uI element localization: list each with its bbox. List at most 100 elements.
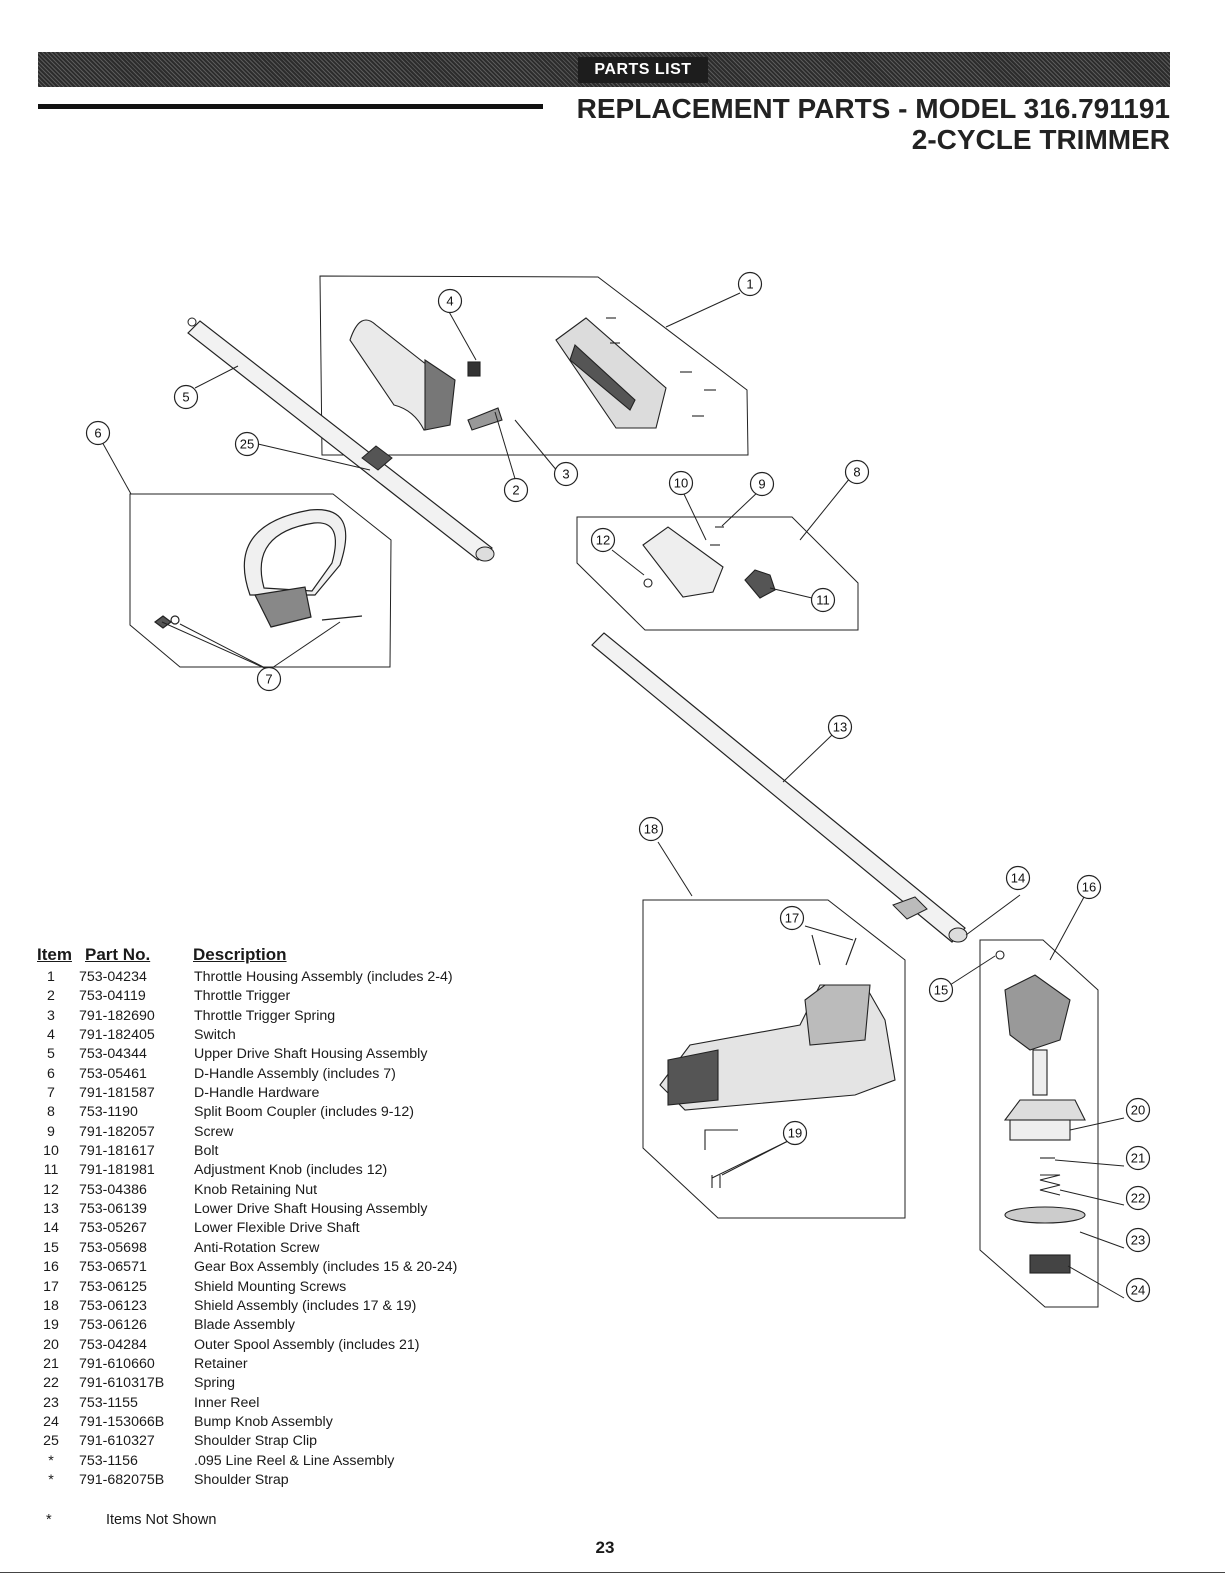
row-description: Lower Drive Shaft Housing Assembly	[194, 1201, 428, 1218]
callout-12: 12	[590, 527, 616, 553]
row-part-no: 753-04284	[79, 1336, 147, 1353]
row-item: 23	[43, 1394, 59, 1411]
header-rule	[38, 104, 543, 109]
row-part-no: 753-06126	[79, 1317, 147, 1334]
leader-lines	[100, 292, 1125, 1299]
row-part-no: 791-182690	[79, 1007, 155, 1024]
table-row: 2 753-04119 Throttle Trigger	[37, 987, 537, 1006]
row-item: 12	[43, 1181, 59, 1198]
callout-15: 15	[928, 977, 954, 1003]
row-part-no: 753-06123	[79, 1297, 147, 1314]
callout-7: 7	[256, 666, 282, 692]
boom-coupler-parts	[642, 526, 776, 599]
row-description: Retainer	[194, 1355, 248, 1372]
row-part-no: 791-182405	[79, 1027, 155, 1044]
svg-text:22: 22	[1131, 1191, 1145, 1206]
row-part-no: 791-610317B	[79, 1375, 165, 1392]
row-part-no: 753-06571	[79, 1259, 147, 1276]
throttle-housing-parts	[349, 317, 716, 431]
row-item: 11	[43, 1162, 59, 1179]
svg-text:25: 25	[240, 437, 254, 452]
row-part-no: 753-04119	[79, 988, 146, 1005]
heading-line-1: REPLACEMENT PARTS - MODEL 316.791191	[576, 93, 1170, 124]
row-part-no: 753-06139	[79, 1201, 147, 1218]
svg-text:15: 15	[934, 983, 948, 998]
row-description: Shoulder Strap Clip	[194, 1433, 318, 1450]
header-description: Description	[193, 945, 287, 964]
footnote-text: Items Not Shown	[106, 1512, 217, 1528]
row-item: 7	[47, 1085, 55, 1102]
row-description: Spring	[194, 1375, 236, 1392]
row-item: 5	[47, 1046, 55, 1063]
callout-11: 11	[810, 587, 836, 613]
callout-18: 18	[638, 816, 664, 842]
header-part-no: Part No.	[85, 945, 151, 964]
callout-5: 5	[173, 384, 199, 410]
row-item: *	[48, 1471, 54, 1488]
row-description: Bump Knob Assembly	[194, 1413, 333, 1430]
footnote: *Items Not Shown	[46, 1512, 216, 1528]
d-handle-parts	[154, 509, 363, 629]
svg-text:6: 6	[94, 426, 101, 441]
row-description: Upper Drive Shaft Housing Assembly	[194, 1046, 428, 1063]
row-part-no: 791-682075B	[79, 1471, 165, 1488]
boom-coupler-box	[576, 516, 859, 631]
row-description: Bolt	[194, 1143, 219, 1160]
svg-text:10: 10	[674, 476, 688, 491]
row-item: 2	[47, 988, 55, 1005]
svg-text:20: 20	[1131, 1103, 1145, 1118]
svg-text:14: 14	[1011, 871, 1025, 886]
row-part-no: 753-05461	[79, 1065, 147, 1082]
callout-20: 20	[1125, 1097, 1151, 1123]
row-description: Throttle Trigger	[194, 988, 291, 1005]
row-item: 10	[43, 1143, 59, 1160]
row-description: Switch	[194, 1027, 236, 1044]
svg-text:19: 19	[788, 1126, 802, 1141]
callout-19: 19	[782, 1120, 808, 1146]
row-part-no: 791-181587	[79, 1085, 155, 1102]
callout-22: 22	[1125, 1185, 1151, 1211]
callout-13: 13	[827, 714, 853, 740]
row-part-no: 753-04344	[79, 1046, 147, 1063]
callout-14: 14	[1005, 865, 1031, 891]
table-row: 5 753-04344 Upper Drive Shaft Housing Asse…	[37, 1045, 537, 1064]
svg-text:24: 24	[1131, 1283, 1145, 1298]
svg-text:18: 18	[644, 822, 658, 837]
callout-24: 24	[1125, 1277, 1151, 1303]
callout-10: 10	[668, 470, 694, 496]
row-part-no: 791-610660	[79, 1355, 155, 1372]
row-description: Inner Reel	[194, 1394, 260, 1411]
row-description: Split Boom Coupler (includes 9-12)	[194, 1104, 415, 1121]
svg-text:7: 7	[265, 672, 272, 687]
row-part-no: 791-182057	[79, 1123, 155, 1140]
callout-markers: 1234567891011121314151617181920212223242…	[85, 271, 1151, 1303]
row-description: Anti-Rotation Screw	[194, 1239, 320, 1256]
row-description: Shield Mounting Screws	[194, 1278, 347, 1295]
row-item: 9	[47, 1123, 55, 1140]
svg-text:1: 1	[746, 277, 753, 292]
svg-text:9: 9	[758, 477, 765, 492]
callout-2: 2	[503, 477, 529, 503]
row-part-no: 753-04386	[79, 1181, 147, 1198]
table-row: *753-1156.095 Line Reel & Line Assembly	[37, 1452, 537, 1471]
row-item: 24	[43, 1413, 59, 1430]
svg-text:3: 3	[562, 467, 569, 482]
row-item: 20	[43, 1336, 59, 1353]
header-item: Item	[37, 945, 72, 964]
gearbox-parts	[995, 950, 1086, 1274]
row-item: 25	[43, 1433, 59, 1450]
row-description: Gear Box Assembly (includes 15 & 20-24)	[194, 1259, 458, 1276]
svg-text:16: 16	[1082, 880, 1096, 895]
